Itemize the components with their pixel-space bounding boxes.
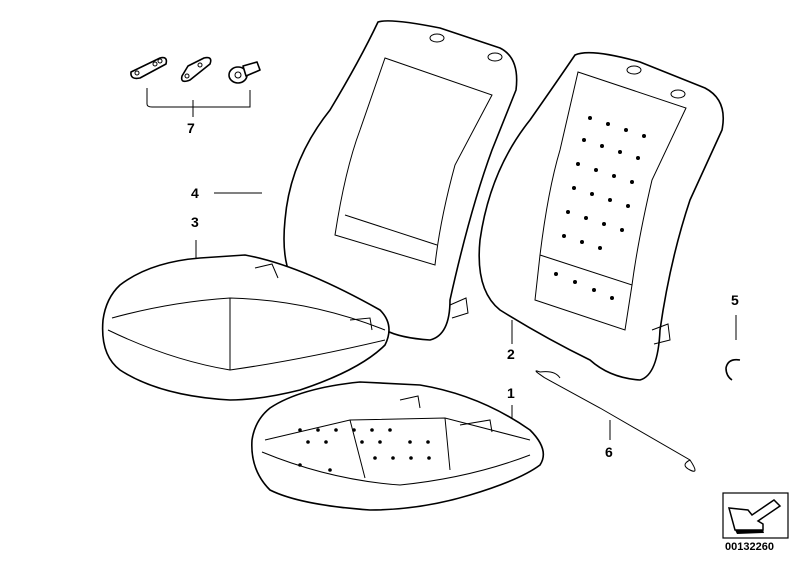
backrest-pad xyxy=(478,51,724,381)
callout-7: 7 xyxy=(187,120,195,136)
bracket-icon xyxy=(180,56,212,83)
callout-5: 5 xyxy=(731,292,739,308)
diagram-code: 00132260 xyxy=(725,541,774,553)
seat-cushion-cover xyxy=(101,254,390,401)
callout-6: 6 xyxy=(605,444,613,460)
callout-1: 1 xyxy=(507,385,515,401)
clip-plate-icon xyxy=(130,56,168,80)
backrest-cover xyxy=(283,20,518,341)
callout-2: 2 xyxy=(507,346,515,362)
screw-icon xyxy=(228,61,261,84)
callout-3: 3 xyxy=(191,214,199,230)
callout-4: 4 xyxy=(191,185,199,201)
navigation-arrow-icon[interactable] xyxy=(722,492,789,539)
callout-bracket-7 xyxy=(146,88,251,117)
seat-cushion-pad xyxy=(251,381,545,511)
clip-part xyxy=(725,358,741,381)
wire-part xyxy=(535,370,696,472)
